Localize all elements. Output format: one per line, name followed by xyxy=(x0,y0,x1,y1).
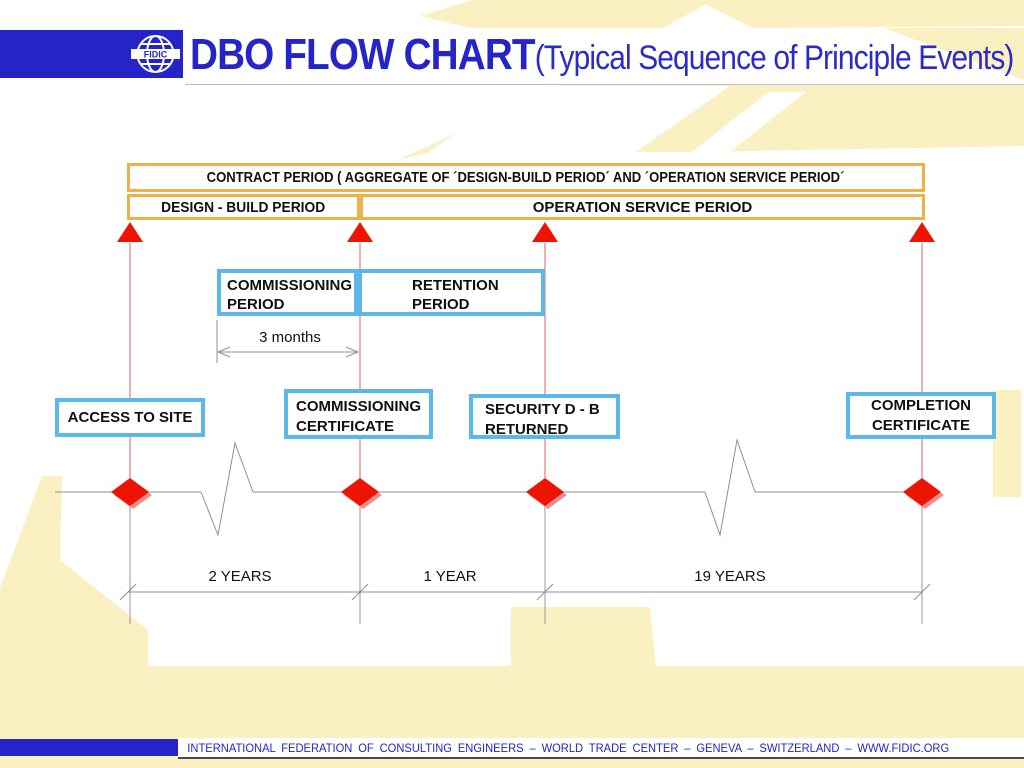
bg-left-leg xyxy=(0,476,148,668)
bg-slash-gap-1 xyxy=(429,86,730,152)
fidic-logo-icon: FIDIC xyxy=(128,30,183,78)
page-title-row: DBO FLOW CHART(Typical Sequence of Princ… xyxy=(190,30,1014,80)
retention-period-box: RETENTION PERIOD xyxy=(358,269,545,316)
bg-right-bar xyxy=(993,390,1021,497)
triangle-icon xyxy=(532,222,558,242)
contract-aggregate-label: CONTRACT PERIOD ( AGGREGATE OF ´DESIGN-B… xyxy=(207,169,845,186)
milestone-box-commissioning-certificate: COMMISSIONING CERTIFICATE xyxy=(284,389,433,439)
operation-service-period-box: OPERATION SERVICE PERIOD xyxy=(360,194,925,220)
duration-label-1-year: 1 YEAR xyxy=(423,568,477,585)
commissioning-period-box: COMMISSIONING PERIOD xyxy=(217,269,358,316)
bg-mid-leg xyxy=(511,607,656,668)
timeline xyxy=(55,438,922,537)
design-build-period-box: DESIGN - BUILD PERIOD xyxy=(127,194,360,220)
triangle-icon xyxy=(347,222,373,242)
three-months-dimension xyxy=(216,320,360,363)
milestone-box-completion-certificate: COMPLETION CERTIFICATE xyxy=(846,392,996,439)
milestone-box-access-to-site: ACCESS TO SITE xyxy=(55,398,205,437)
bg-slash-gap-2 xyxy=(692,92,806,152)
diamond-icon xyxy=(526,478,564,506)
footer-blue-bar xyxy=(0,739,178,756)
triangle-icon xyxy=(117,222,143,242)
footer-text: INTERNATIONAL FEDERATION OF CONSULTING E… xyxy=(187,740,950,755)
milestone-diamond-icons xyxy=(111,478,944,509)
duration-label-19-years: 19 YEARS xyxy=(694,568,766,585)
break-mark xyxy=(200,441,254,537)
dimension-line xyxy=(119,583,931,601)
milestone-box-security-db-returned: SECURITY D - B RETURNED xyxy=(469,394,620,439)
diamond-icon xyxy=(903,478,941,506)
diamond-icon xyxy=(111,478,149,506)
extension-lines xyxy=(129,506,923,624)
bg-corner-wedge xyxy=(884,28,1024,80)
milestone-triangle-icons xyxy=(117,222,935,242)
contract-aggregate-box: CONTRACT PERIOD ( AGGREGATE OF ´DESIGN-B… xyxy=(127,163,925,192)
duration-label-2-years: 2 YEARS xyxy=(208,568,272,585)
page-title: DBO FLOW CHART xyxy=(190,30,536,79)
triangle-icon xyxy=(909,222,935,242)
break-mark xyxy=(704,438,756,537)
header-rule xyxy=(185,84,1024,85)
bg-top-notch xyxy=(663,4,752,28)
operation-service-period-label: OPERATION SERVICE PERIOD xyxy=(532,198,753,216)
three-months-label: 3 months xyxy=(259,329,321,346)
design-build-period-label: DESIGN - BUILD PERIOD xyxy=(161,198,326,216)
logo-text: FIDIC xyxy=(144,50,168,60)
page-subtitle: (Typical Sequence of Principle Events) xyxy=(534,39,1015,77)
diamond-icon xyxy=(341,478,379,506)
footer-strip: INTERNATIONAL FEDERATION OF CONSULTING E… xyxy=(178,738,1024,759)
